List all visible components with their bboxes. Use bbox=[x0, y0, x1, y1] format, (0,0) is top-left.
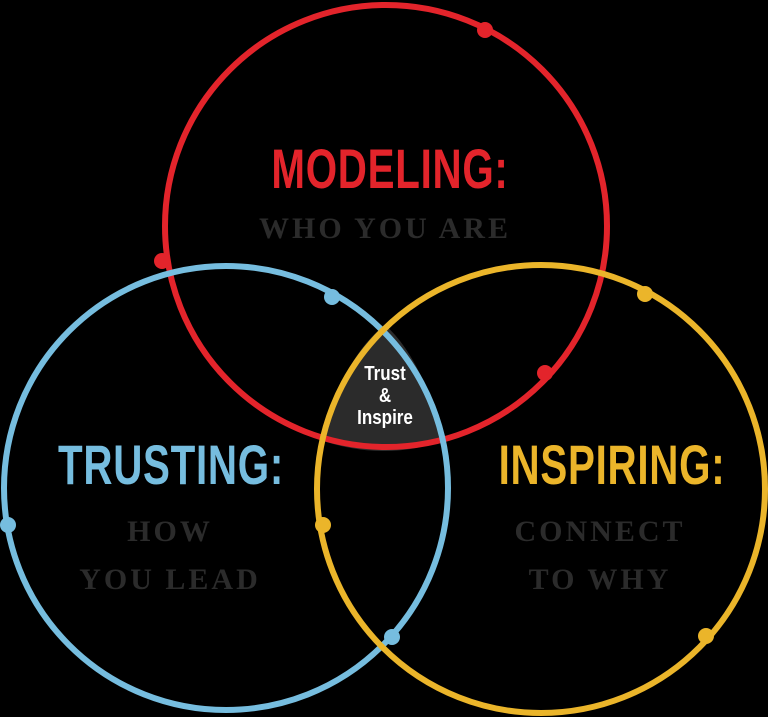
center-line2: & bbox=[378, 385, 392, 407]
trusting-dot bbox=[0, 517, 16, 533]
inspiring-dot bbox=[698, 628, 714, 644]
trusting-circle bbox=[1, 263, 451, 713]
modeling-circle bbox=[162, 2, 610, 450]
trusting-dot bbox=[384, 629, 400, 645]
trusting-subtitle-line1: HOW bbox=[127, 515, 213, 548]
modeling-subtitle: WHO YOU ARE bbox=[259, 212, 511, 245]
center-line1: Trust bbox=[364, 363, 406, 385]
inspiring-subtitle-line1: CONNECT bbox=[514, 515, 686, 548]
modeling-dot bbox=[477, 22, 493, 38]
trusting-title: TRUSTING: bbox=[58, 433, 284, 496]
modeling-dot bbox=[537, 365, 553, 381]
center-label: Trust & Inspire bbox=[343, 363, 428, 429]
inspiring-subtitle-line2: TO WHY bbox=[528, 563, 672, 596]
center-intersection bbox=[320, 325, 445, 451]
trusting-dot bbox=[324, 289, 340, 305]
inspiring-dot bbox=[637, 286, 653, 302]
modeling-title: MODELING: bbox=[271, 137, 509, 200]
center-line3: Inspire bbox=[357, 407, 413, 429]
inspiring-circle bbox=[314, 262, 768, 716]
trusting-subtitle-line2: YOU LEAD bbox=[79, 563, 261, 596]
inspiring-title: INSPIRING: bbox=[498, 433, 726, 496]
modeling-dot bbox=[154, 253, 170, 269]
inspiring-dot bbox=[315, 517, 331, 533]
